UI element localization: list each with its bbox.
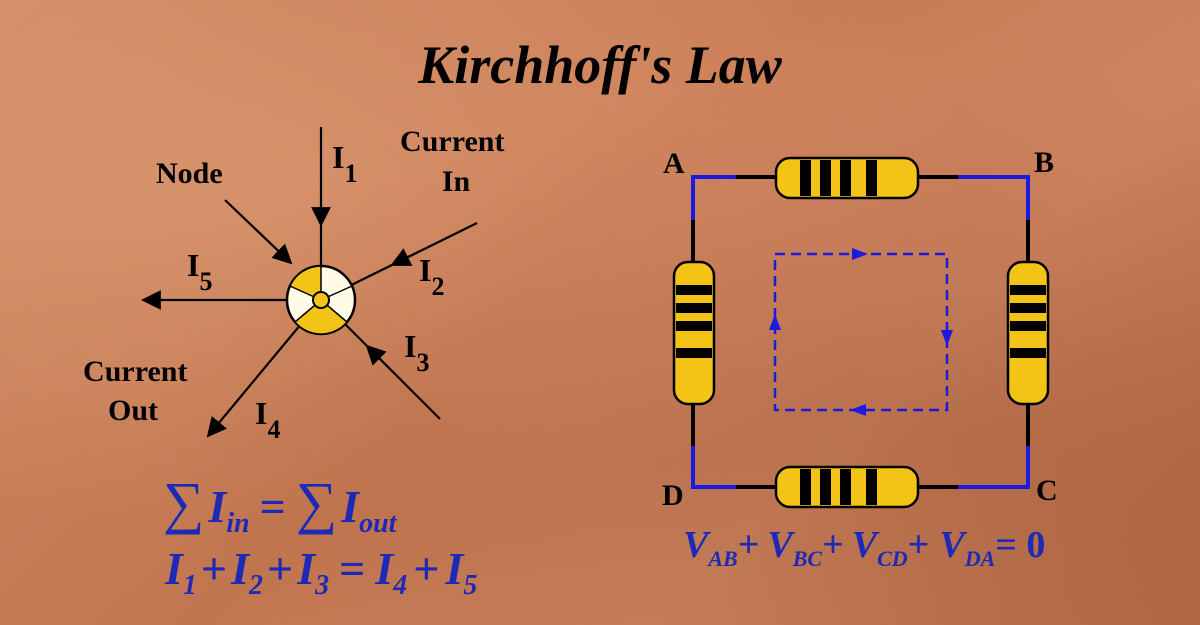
loop-arrow-right-icon [852,248,868,260]
resistor-cd [774,465,920,509]
kcl-expanded-equation: I1+I2+I3=I4+I5 [164,543,477,601]
node-b-label: B [1034,146,1054,179]
resistor-ab [774,156,920,200]
node-pointer-arrow [224,199,293,265]
circuit-wires [691,175,1030,489]
label-i2: I2 [419,252,444,301]
resistor-bc [1006,260,1050,406]
kvl-loop-direction [773,252,949,412]
node-a-label: A [663,147,685,180]
junction-node [285,264,357,336]
kcl-node-diagram: Node Current In Current Out I1 I2 I3 I4 … [83,125,512,444]
node-d-label: D [662,479,684,512]
loop-arrow-up-icon [769,314,781,330]
kvl-circuit: A B C D VAB+VBC+VCD+VDA= 0 [662,146,1058,571]
branch-i2-arrow [390,248,421,266]
label-i3: I3 [404,328,429,377]
label-i4: I4 [255,395,280,444]
loop-arrows [769,248,953,416]
current-in-label: Current In [400,125,512,198]
label-i1: I1 [332,139,357,188]
kcl-equations: ∑Iin=∑Iout I1+I2+I3=I4+I5 [163,470,477,601]
node-c-label: C [1036,474,1058,507]
label-i5: I5 [187,247,212,296]
node-label: Node [156,157,223,190]
page-title: Kirchhoff's Law [418,35,782,95]
current-out-label: Current Out [83,355,195,427]
loop-arrow-left-icon [850,404,866,416]
kvl-equation: VAB+VBC+VCD+VDA= 0 [683,524,1045,571]
branch-i3-arrow [365,344,396,375]
loop-arrow-down-icon [941,330,953,346]
kcl-sum-equation: ∑Iin=∑Iout [163,470,398,539]
resistor-da [672,260,716,406]
